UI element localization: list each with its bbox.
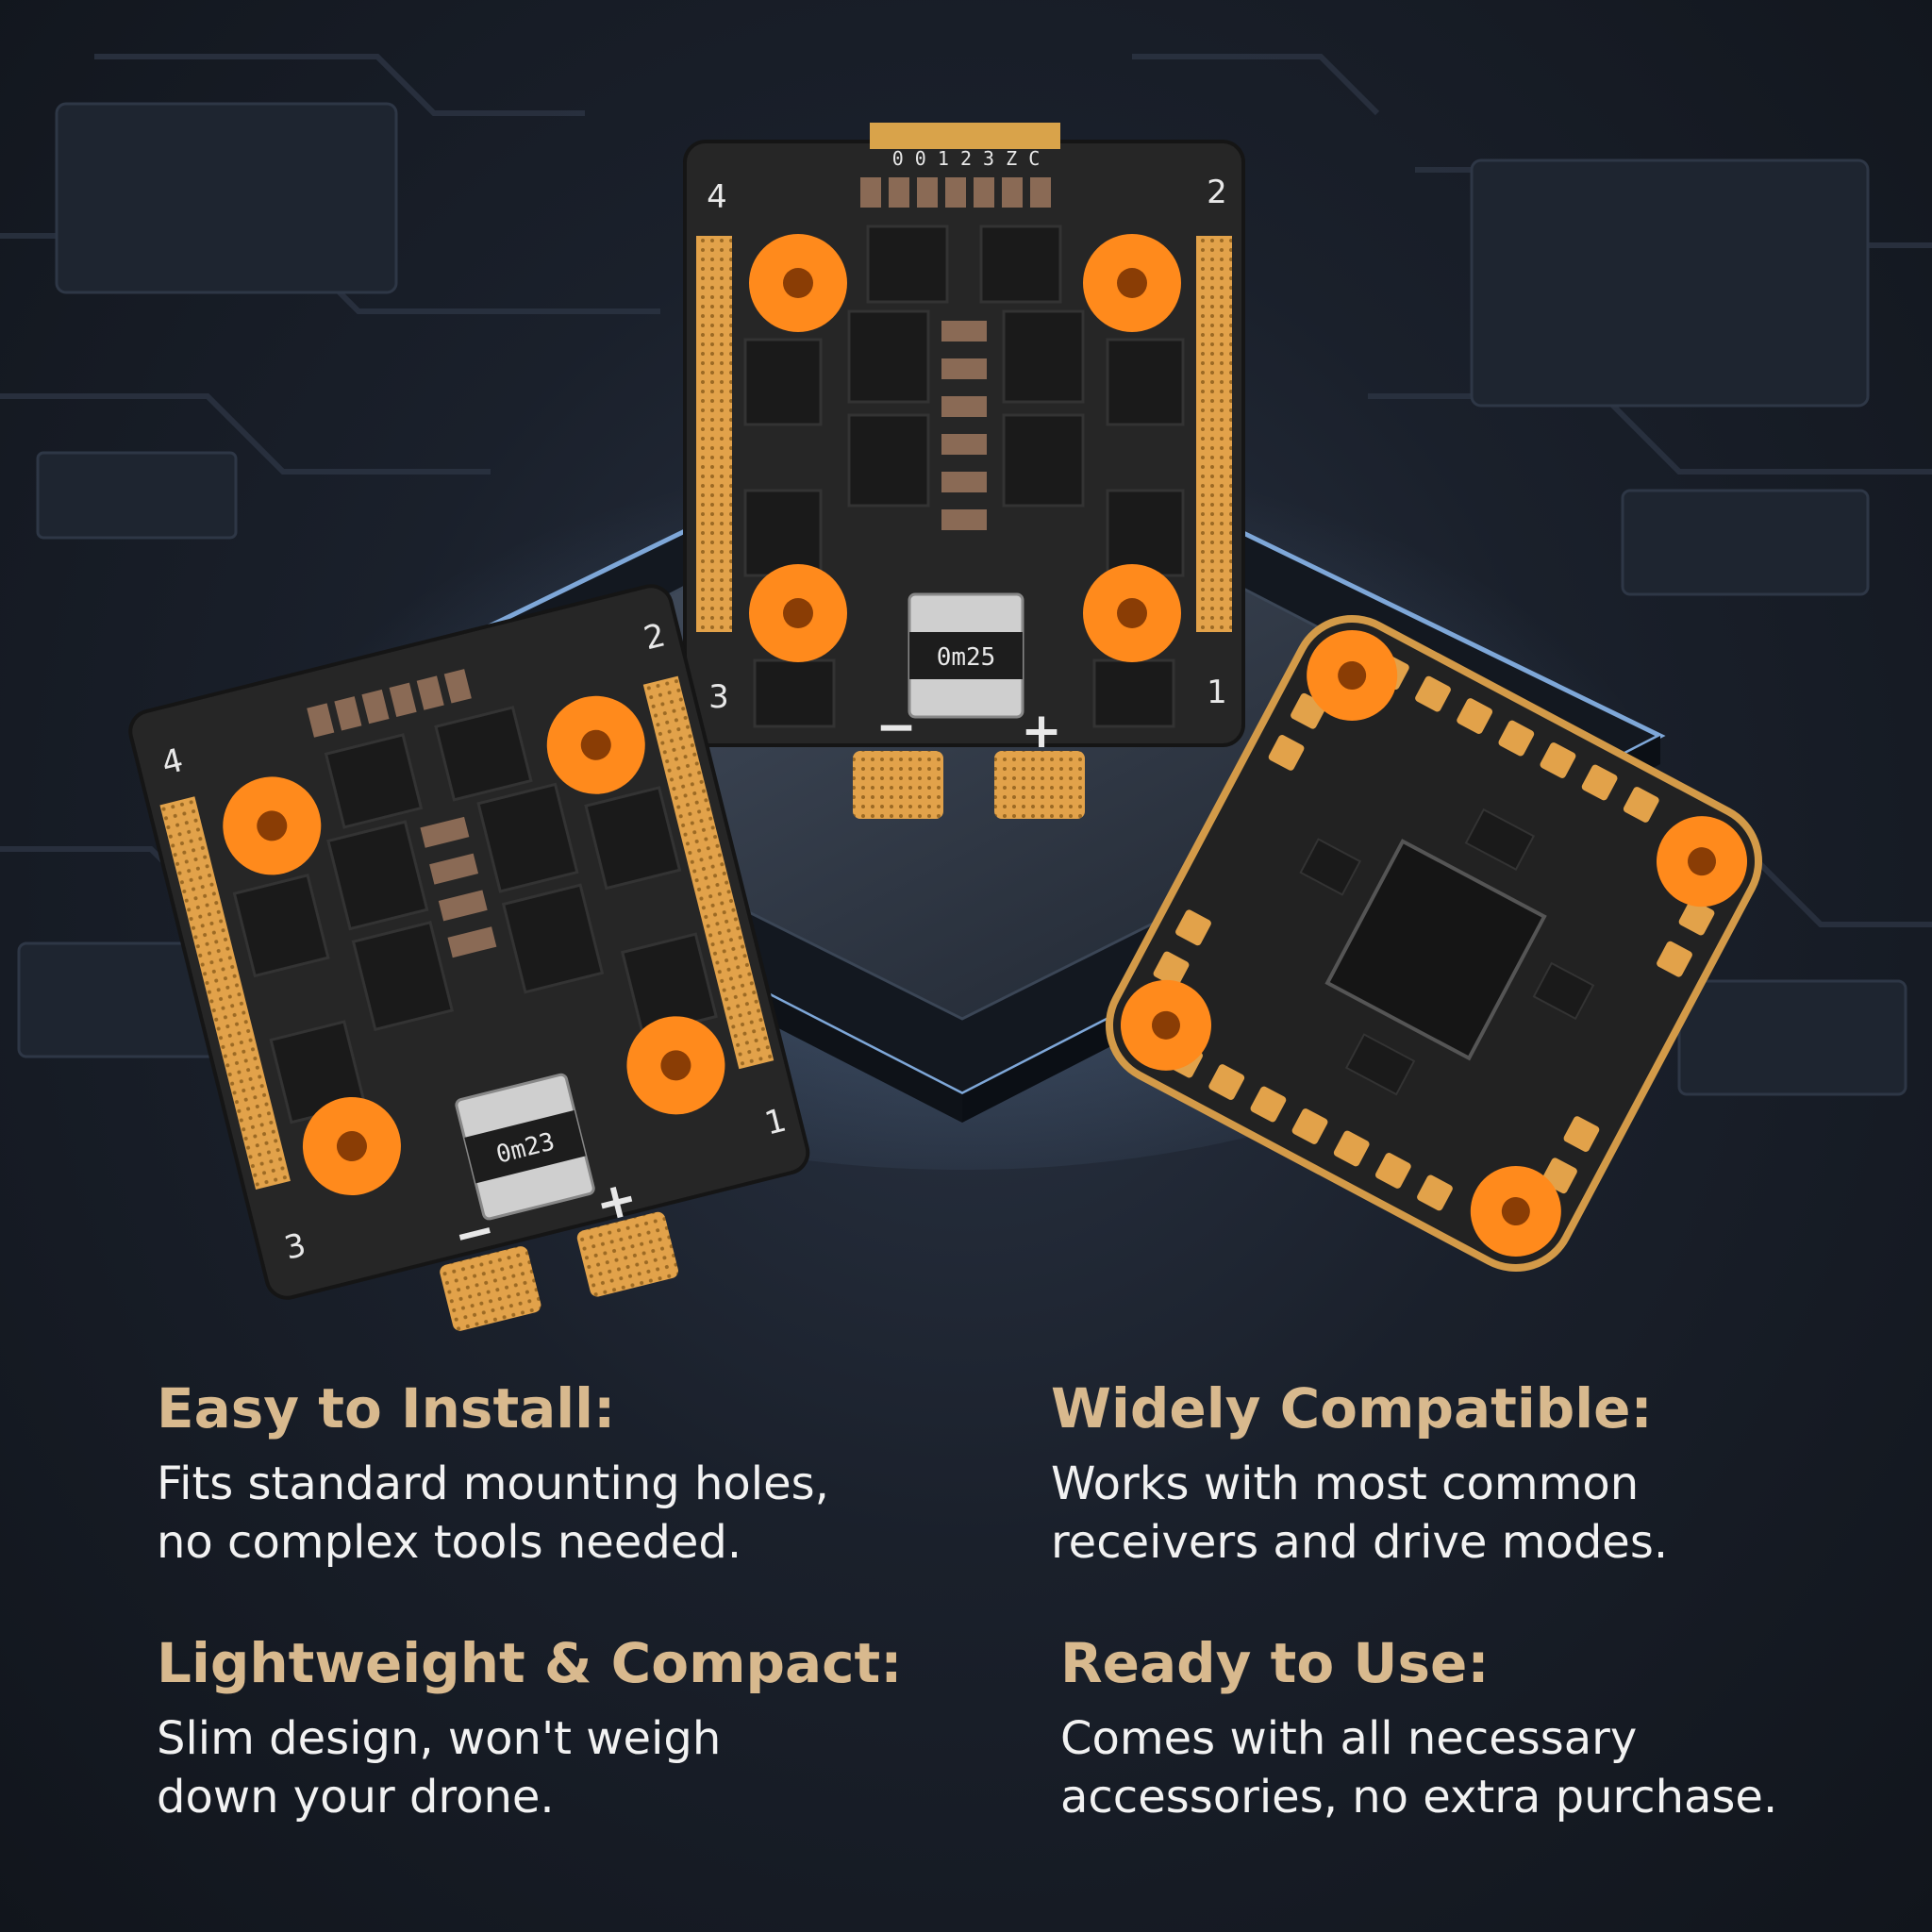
top-esc-corner-1: 1 [1207,674,1227,711]
feature-lightweight-compact: Lightweight & Compact: Slim design, won'… [157,1630,968,1826]
feature-description-line: Slim design, won't weigh [157,1712,722,1765]
top-esc-plus: + [1021,703,1062,759]
feature-title: Ready to Use: [1060,1631,1490,1695]
feature-description-line: no complex tools needed. [157,1516,742,1569]
top-esc-minus: − [875,699,917,756]
feature-description-line: down your drone. [157,1771,555,1824]
feature-widely-compatible: Widely Compatible: Works with most commo… [1051,1375,1862,1572]
feature-title: Lightweight & Compact: [157,1631,903,1695]
background-components [17,102,1907,1096]
left-esc-board: 0m23 4 2 3 1 − + [128,584,810,1331]
feature-description-line: Fits standard mounting holes, [157,1457,829,1510]
top-esc-chip-label: 0m25 [937,643,996,672]
top-esc-corner-3: 3 [708,678,729,716]
top-esc-pin-labels: 0 0 1 2 3 Z C [892,147,1041,170]
feature-title: Easy to Install: [157,1376,616,1441]
feature-description-line: receivers and drive modes. [1051,1516,1669,1569]
feature-description-line: accessories, no extra purchase. [1060,1771,1778,1824]
feature-description: Slim design, won't weigh down your drone… [157,1709,968,1826]
feature-description-line: Works with most common [1051,1457,1640,1510]
feature-easy-install: Easy to Install: Fits standard mounting … [157,1375,968,1572]
top-esc-corner-2: 2 [1207,174,1227,211]
top-esc-grommets [749,234,1181,662]
top-esc-board: 0m25 0 0 1 2 3 Z C 4 2 3 1 − + [683,123,1245,819]
feature-title: Widely Compatible: [1051,1376,1653,1441]
flight-controller-board [1105,614,1763,1273]
top-esc-corner-4: 4 [707,178,727,216]
feature-ready-to-use: Ready to Use: Comes with all necessary a… [1060,1630,1872,1826]
feature-description: Fits standard mounting holes, no complex… [157,1455,968,1572]
feature-description-line: Comes with all necessary [1060,1712,1638,1765]
top-esc-positive-pad [994,751,1085,819]
feature-description: Comes with all necessary accessories, no… [1060,1709,1872,1826]
feature-description: Works with most common receivers and dri… [1051,1455,1862,1572]
top-esc-negative-pad [853,751,943,819]
product-scene: 0m25 0 0 1 2 3 Z C 4 2 3 1 − + [0,54,1932,1331]
mcu-chip [1324,839,1547,1061]
